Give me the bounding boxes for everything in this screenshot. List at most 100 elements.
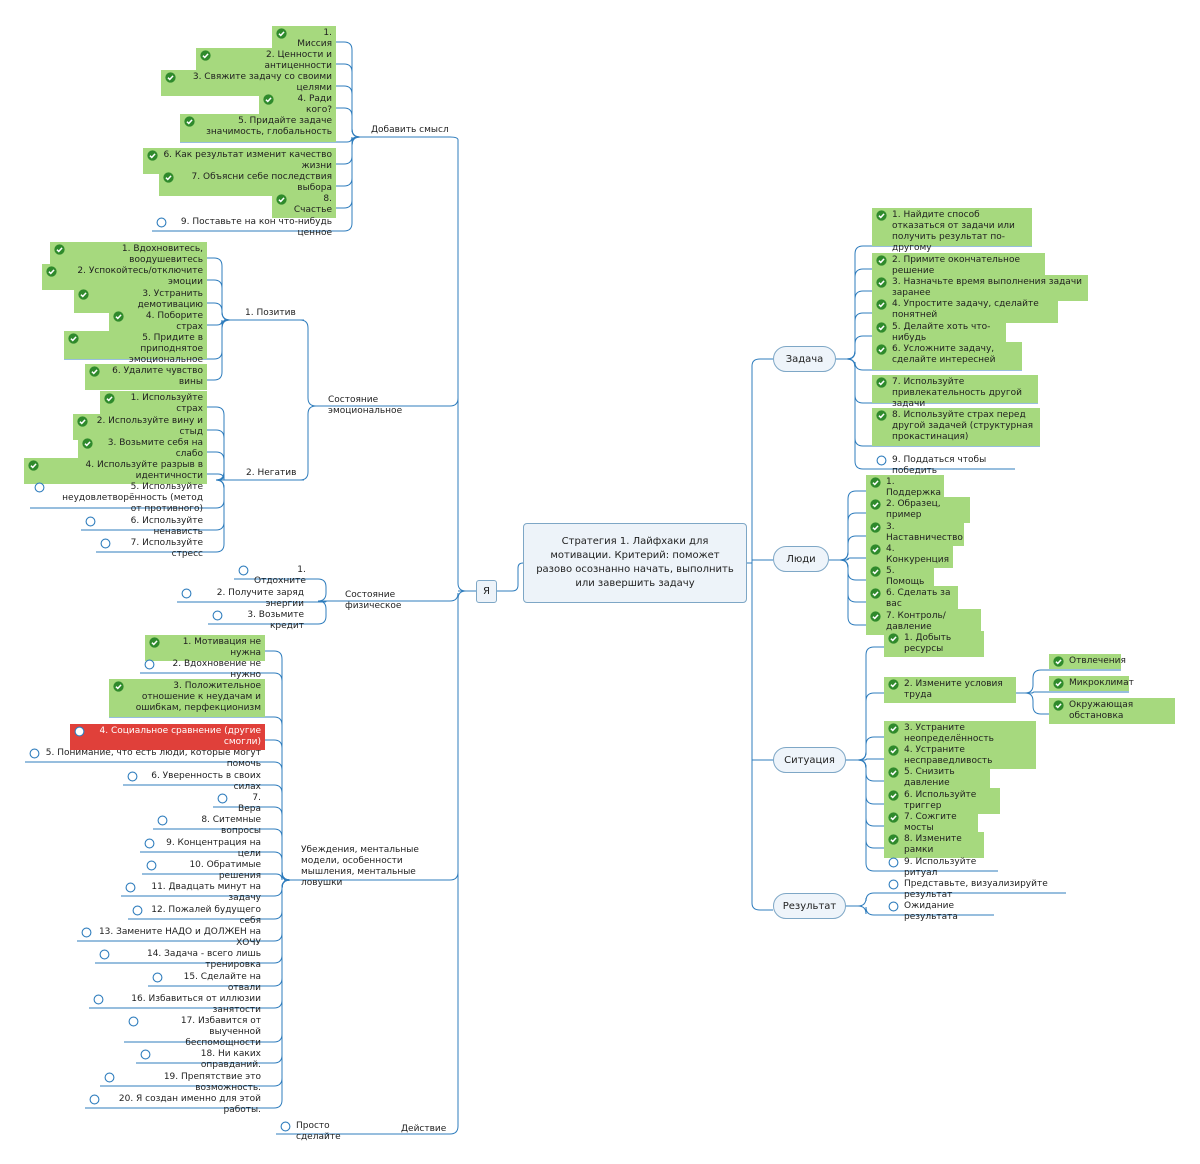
positive-item[interactable]: 1. Вдохновитесь, воодушевитесь bbox=[50, 242, 207, 268]
people-item[interactable]: 5. Помощь bbox=[866, 564, 934, 590]
belief-item[interactable]: 2. Вдохновение не нужно bbox=[140, 657, 265, 683]
task-item[interactable]: 4. Упростите задачу, сделайте понятней bbox=[872, 297, 1058, 323]
connector-line bbox=[299, 405, 320, 481]
belief-item[interactable]: 19. Препятствие это возможность. bbox=[100, 1070, 265, 1096]
belief-item[interactable]: 9. Концентрация на цели bbox=[140, 836, 265, 862]
action-item[interactable]: Просто сделайте bbox=[276, 1119, 366, 1145]
topic-task[interactable]: Задача bbox=[773, 346, 836, 372]
connector-line bbox=[207, 451, 225, 481]
belief-item[interactable]: 18. Ни каких оправданий. bbox=[136, 1047, 265, 1073]
meaning-item[interactable]: 7. Объясни себе последствия выбора bbox=[159, 170, 336, 196]
task-item[interactable]: 7. Используйте привлекательность другой … bbox=[872, 375, 1038, 409]
situation-item[interactable]: 6. Используйте триггер bbox=[884, 788, 1000, 814]
meaning-item[interactable]: 8. Счастье bbox=[272, 192, 336, 218]
topic-people[interactable]: Люди bbox=[773, 546, 829, 572]
central-topic[interactable]: Стратегия 1. Лайфхаки для мотивации. Кри… bbox=[523, 523, 747, 603]
belief-item[interactable]: 7. Вера bbox=[213, 791, 265, 817]
negative-item[interactable]: 2. Используйте вину и стыд bbox=[73, 414, 207, 440]
positive-item[interactable]: 4. Поборите страх bbox=[109, 309, 207, 335]
negative-item[interactable]: 4. Используйте разрыв в идентичности bbox=[24, 458, 207, 484]
meaning-item[interactable]: 9. Поставьте на кон что-нибудь ценное bbox=[152, 215, 336, 241]
physical-item[interactable]: 1. Отдохните bbox=[234, 563, 308, 589]
branch-action[interactable]: Действие bbox=[401, 1124, 447, 1134]
situation-item[interactable]: 5. Снизить давление bbox=[884, 765, 990, 791]
task-item[interactable]: 9. Поддаться чтобы победить bbox=[872, 453, 1015, 479]
negative-item[interactable]: 7. Используйте стресс bbox=[96, 536, 207, 562]
meaning-item[interactable]: 3. Свяжите задачу со своими целями bbox=[161, 70, 336, 96]
condition-item[interactable]: Окружающая обстановка bbox=[1049, 698, 1175, 724]
topic-situation[interactable]: Ситуация bbox=[773, 747, 846, 773]
belief-item[interactable]: 10. Обратимые решения bbox=[142, 858, 265, 884]
idea-item-label: 7. Вера bbox=[238, 793, 261, 814]
people-item[interactable]: 6. Сделать за вас bbox=[866, 586, 958, 612]
physical-item[interactable]: 3. Возьмите кредит bbox=[208, 608, 308, 634]
belief-item[interactable]: 1. Мотивация не нужна bbox=[145, 635, 265, 661]
checkmark-icon bbox=[82, 438, 93, 449]
result-item[interactable]: Представьте, визуализируйте результат bbox=[884, 877, 1066, 903]
meaning-item[interactable]: 1. Миссия bbox=[272, 26, 336, 52]
people-item[interactable]: 7. Контроль/давление bbox=[866, 609, 981, 635]
positive-item[interactable]: 5. Придите в приподнятое эмоциональное с… bbox=[64, 331, 207, 376]
sub-branch-positive[interactable]: 1. Позитив bbox=[245, 308, 296, 318]
belief-item[interactable]: 5. Понимание, что есть люди, которые мог… bbox=[25, 746, 265, 772]
belief-item[interactable]: 3. Положительное отношение к неудачам и … bbox=[109, 679, 265, 717]
negative-item[interactable]: 6. Используйте ненависть bbox=[81, 514, 207, 540]
physical-item[interactable]: 2. Получите заряд энергии bbox=[177, 586, 308, 612]
connector-line bbox=[265, 879, 291, 1109]
people-item[interactable]: 4. Конкуренция bbox=[866, 542, 953, 568]
belief-item[interactable]: 15. Сделайте на отвали bbox=[148, 970, 265, 996]
condition-item[interactable]: Отвлечения bbox=[1049, 654, 1126, 669]
people-item[interactable]: 3. Наставничество bbox=[866, 520, 964, 546]
positive-item[interactable]: 3. Устранить демотивацию bbox=[74, 287, 207, 313]
idea-item-label: 2. Ценности и антиценности bbox=[264, 50, 332, 71]
meaning-item[interactable]: 6. Как результат изменит качество жизни bbox=[143, 148, 336, 174]
meaning-item[interactable]: 5. Придайте задаче значимость, глобально… bbox=[180, 114, 336, 142]
branch-physical-state[interactable]: Состояние физическое bbox=[345, 590, 402, 611]
task-item[interactable]: 8. Используйте страх перед другой задаче… bbox=[872, 408, 1040, 446]
belief-item[interactable]: 13. Замените НАДО и ДОЛЖЕН на ХОЧУ bbox=[77, 925, 265, 951]
situation-item[interactable]: 9. Используйте ритуал bbox=[884, 855, 998, 881]
belief-item[interactable]: 8. Ситемные вопросы bbox=[153, 813, 265, 839]
me-node[interactable]: Я bbox=[476, 580, 497, 603]
belief-item[interactable]: 6. Уверенность в своих силах bbox=[123, 769, 265, 795]
checkmark-icon bbox=[263, 94, 274, 105]
branch-emotional-state[interactable]: Состояние эмоциональное bbox=[328, 395, 403, 416]
situation-item[interactable]: 7. Сожгите мосты bbox=[884, 810, 978, 836]
result-item[interactable]: Ожидание результата bbox=[884, 899, 994, 925]
task-item[interactable]: 3. Назначьте время выполнения задачи зар… bbox=[872, 275, 1088, 301]
belief-item[interactable]: 17. Избавится от выученной беспомощности bbox=[124, 1014, 265, 1048]
belief-item[interactable]: 14. Задача - всего лишь тренировка bbox=[95, 947, 265, 973]
meaning-item[interactable]: 4. Ради кого? bbox=[259, 92, 336, 118]
condition-item[interactable]: Микроклимат bbox=[1049, 676, 1134, 691]
positive-item[interactable]: 2. Успокойтесь/отключите эмоции bbox=[42, 264, 207, 290]
belief-item[interactable]: 11. Двадцать минут на задачу bbox=[121, 880, 265, 906]
task-item[interactable]: 1. Найдите способ отказаться от задачи и… bbox=[872, 208, 1032, 253]
belief-item[interactable]: 4. Социальное сравнение (другие смогли) bbox=[70, 724, 265, 750]
situation-item[interactable]: 4. Устраните несправедливость bbox=[884, 743, 1036, 769]
people-item[interactable]: 2. Образец, пример bbox=[866, 497, 970, 523]
situation-item[interactable]: 2. Измените условия труда bbox=[884, 677, 1016, 703]
task-item[interactable]: 6. Усложните задачу, сделайте интересней bbox=[872, 342, 1022, 370]
belief-item[interactable]: 20. Я создан именно для этой работы. bbox=[85, 1092, 265, 1118]
task-item[interactable]: 2. Примите окончательное решение bbox=[872, 253, 1045, 279]
meaning-item[interactable]: 2. Ценности и антиценности bbox=[196, 48, 336, 74]
situation-item[interactable]: 3. Устраните неопределённость bbox=[884, 721, 1036, 747]
negative-item[interactable]: 5. Используйте неудовлетворённость (мето… bbox=[30, 480, 207, 514]
belief-item[interactable]: 12. Пожалей будущего себя bbox=[128, 903, 265, 929]
sub-branch-negative[interactable]: 2. Негатив bbox=[246, 468, 297, 478]
negative-item[interactable]: 1. Используйте страх bbox=[100, 391, 207, 417]
checkmark-icon bbox=[1053, 656, 1064, 667]
connector-line bbox=[836, 358, 872, 371]
belief-item[interactable]: 16. Избавиться от иллюзии занятости bbox=[89, 992, 265, 1018]
task-item[interactable]: 5. Делайте хоть что-нибудь bbox=[872, 320, 1006, 346]
connector-line bbox=[207, 406, 225, 481]
negative-item[interactable]: 3. Возьмите себя на слабо bbox=[78, 436, 207, 462]
topic-result[interactable]: Результат bbox=[773, 893, 846, 919]
branch-add-meaning[interactable]: Добавить смысл bbox=[371, 125, 449, 135]
positive-item[interactable]: 6. Удалите чувство вины bbox=[85, 364, 207, 390]
situation-item[interactable]: 1. Добыть ресурсы bbox=[884, 631, 984, 657]
branch-beliefs[interactable]: Убеждения, ментальные модели, особенност… bbox=[301, 845, 419, 888]
people-item[interactable]: 1. Поддержка bbox=[866, 475, 944, 501]
connector-line bbox=[336, 107, 366, 138]
situation-item[interactable]: 8. Измените рамки bbox=[884, 832, 984, 858]
